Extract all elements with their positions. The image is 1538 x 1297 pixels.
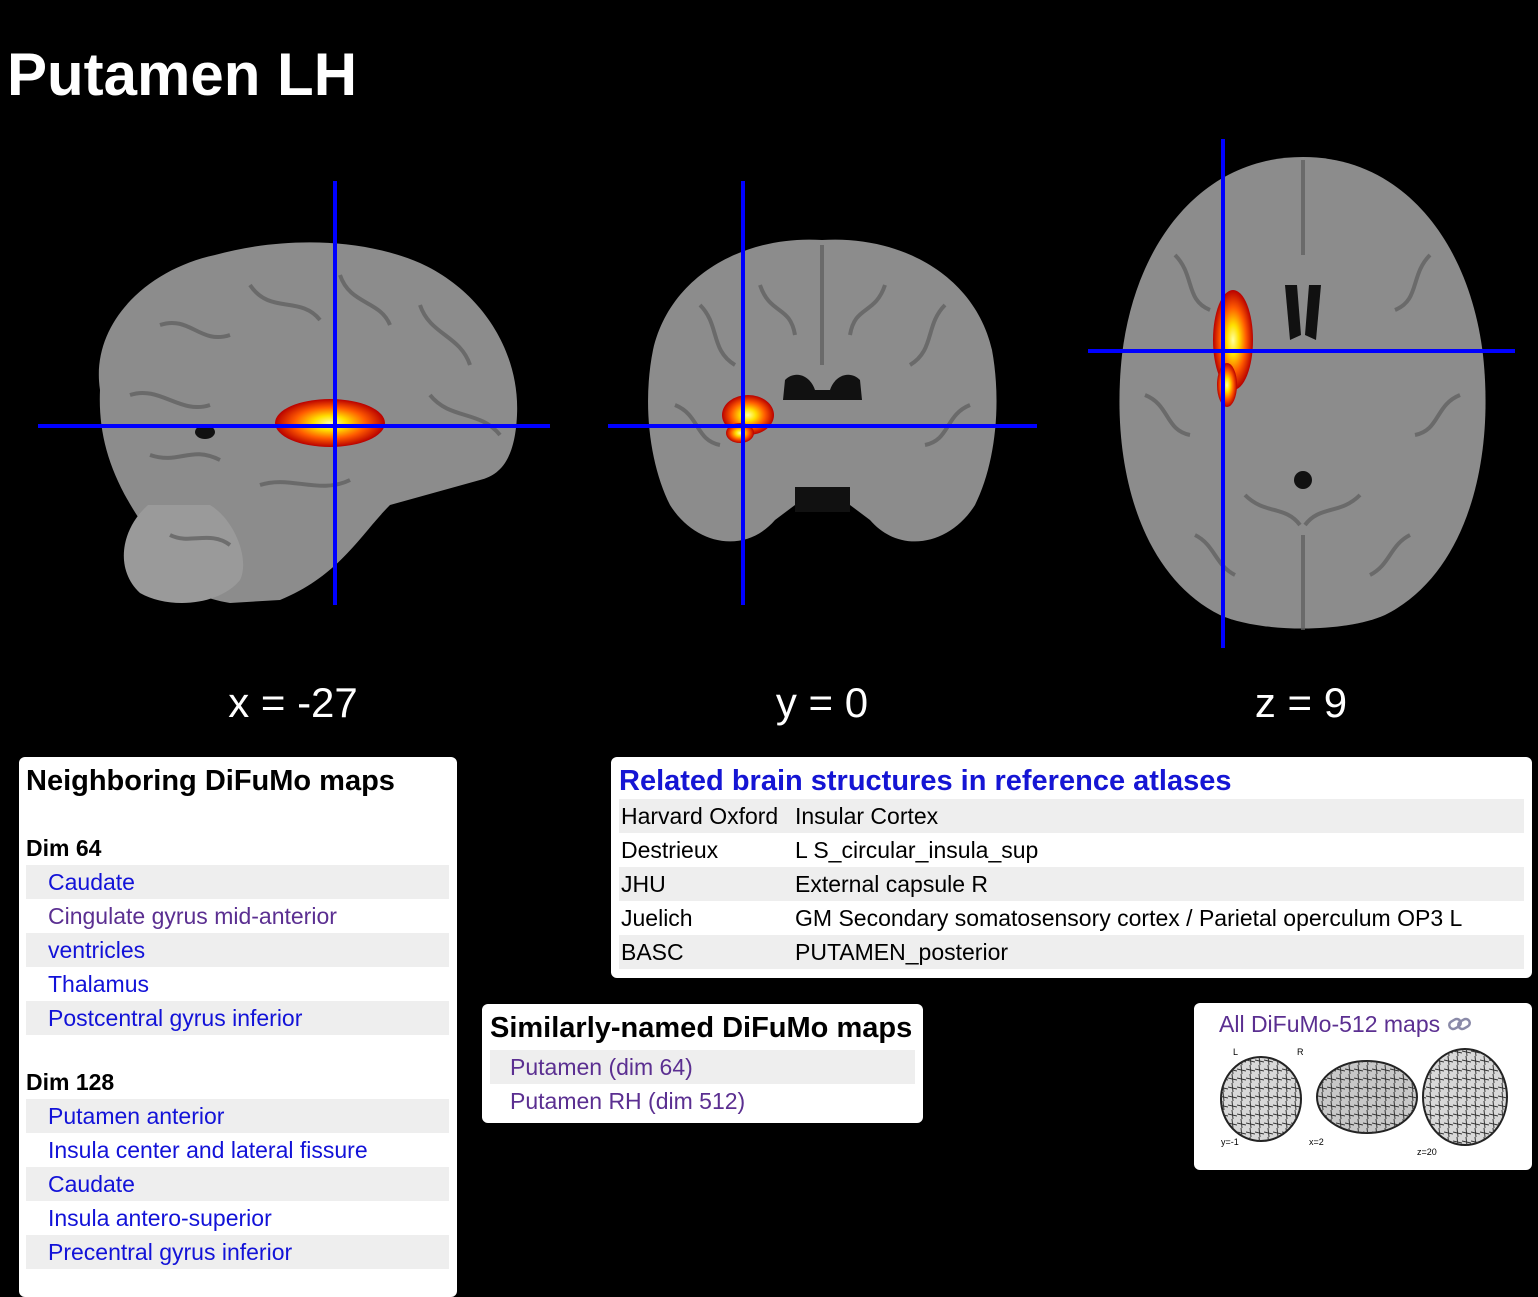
atlas-row: Destrieux L S_circular_insula_sup xyxy=(619,833,1524,867)
atlas-structure: L S_circular_insula_sup xyxy=(795,836,1039,863)
atlas-name: JHU xyxy=(619,867,793,901)
atlas-name: Harvard Oxford xyxy=(619,799,793,833)
thumbnail-slice-label-y: y=-1 xyxy=(1221,1136,1239,1147)
neighbor-link-caudate[interactable]: Caudate xyxy=(26,865,449,899)
similar-link-putamen-rh-dim-512[interactable]: Putamen RH (dim 512) xyxy=(510,1088,746,1114)
thumbnail-slice-label-x: x=2 xyxy=(1309,1136,1324,1147)
thumbnail-slice-label-z: z=20 xyxy=(1417,1146,1437,1157)
dim-128-heading: Dim 128 xyxy=(26,1069,115,1095)
atlas-structure: Insular Cortex xyxy=(793,799,1524,833)
dim-128-list: Putamen anterior Insula center and later… xyxy=(26,1099,449,1269)
atlas-name: Juelich xyxy=(621,904,693,931)
neighboring-maps-panel: Neighboring DiFuMo maps Dim 64 Caudate C… xyxy=(19,757,457,1297)
related-structures-heading: Related brain structures in reference at… xyxy=(619,765,1232,797)
atlas-row: BASC PUTAMEN_posterior xyxy=(619,935,1524,969)
atlas-row: Harvard Oxford Insular Cortex xyxy=(619,799,1524,833)
neighbor-link-caudate-128[interactable]: Caudate xyxy=(26,1167,449,1201)
dim-64-list: Caudate Cingulate gyrus mid-anterior ven… xyxy=(26,865,449,1035)
atlas-table: Harvard Oxford Insular Cortex Destrieux … xyxy=(619,799,1524,969)
neighbor-link-insula-center-lateral-fissure[interactable]: Insula center and lateral fissure xyxy=(48,1137,368,1163)
atlas-row: JHU External capsule R xyxy=(619,867,1524,901)
atlas-structure: External capsule R xyxy=(793,867,1524,901)
sagittal-slice xyxy=(30,175,560,615)
axial-coordinate-label: z = 9 xyxy=(1254,679,1348,726)
all-maps-panel: All DiFuMo-512 maps L R y=-1 x=2 z=20 xyxy=(1194,1003,1532,1170)
neighbor-link-insula-antero-superior[interactable]: Insula antero-superior xyxy=(48,1205,272,1231)
neighbor-link-precentral-gyrus-inferior[interactable]: Precentral gyrus inferior xyxy=(26,1235,449,1269)
atlas-structure: PUTAMEN_posterior xyxy=(793,935,1524,969)
thumbnail-right-label: R xyxy=(1297,1046,1304,1057)
neighbor-link-thalamus[interactable]: Thalamus xyxy=(48,971,149,997)
all-maps-link-label[interactable]: All DiFuMo-512 maps xyxy=(1219,1011,1441,1037)
related-structures-panel: Related brain structures in reference at… xyxy=(611,757,1532,978)
neighbor-link-postcentral-gyrus-inferior[interactable]: Postcentral gyrus inferior xyxy=(26,1001,449,1035)
atlas-name: Destrieux xyxy=(621,836,719,863)
all-maps-thumbnail[interactable]: L R y=-1 x=2 z=20 xyxy=(1219,1047,1509,1157)
neighbor-link-ventricles[interactable]: ventricles xyxy=(26,933,449,967)
dim-64-heading: Dim 64 xyxy=(26,835,102,861)
coronal-slice xyxy=(600,175,1045,615)
all-maps-link[interactable]: All DiFuMo-512 maps xyxy=(1219,1007,1532,1043)
link-icon xyxy=(1447,1009,1473,1043)
atlas-row: Juelich GM Secondary somatosensory corte… xyxy=(619,901,1524,935)
axial-slice xyxy=(1085,135,1520,655)
similar-maps-heading: Similarly-named DiFuMo maps xyxy=(490,1012,913,1044)
page-title: Putamen LH xyxy=(7,41,358,108)
neighbor-link-putamen-anterior[interactable]: Putamen anterior xyxy=(26,1099,449,1133)
similar-maps-panel: Similarly-named DiFuMo maps Putamen (dim… xyxy=(482,1004,923,1123)
sagittal-coordinate-label: x = -27 xyxy=(228,679,358,726)
similar-link-putamen-dim-64[interactable]: Putamen (dim 64) xyxy=(490,1050,915,1084)
thumbnail-left-label: L xyxy=(1233,1046,1239,1057)
neighbor-link-cingulate-gyrus-mid-anterior[interactable]: Cingulate gyrus mid-anterior xyxy=(48,903,337,929)
neighboring-maps-heading: Neighboring DiFuMo maps xyxy=(26,765,395,797)
atlas-name: BASC xyxy=(619,935,793,969)
atlas-structure: GM Secondary somatosensory cortex / Pari… xyxy=(795,904,1463,931)
coronal-coordinate-label: y = 0 xyxy=(775,679,869,726)
